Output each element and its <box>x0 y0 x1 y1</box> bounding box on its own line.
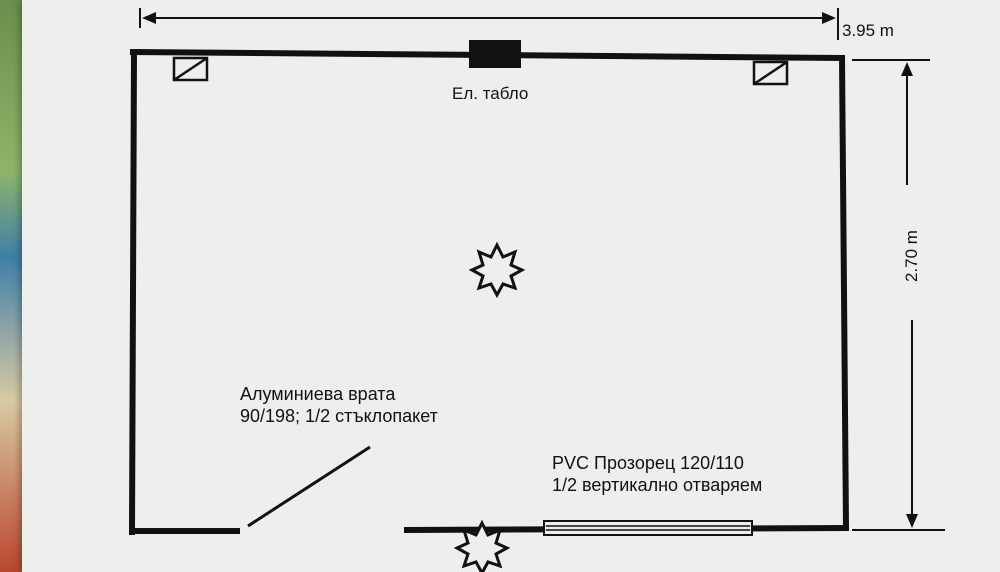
window-label-line1: PVC Прозорец 120/110 <box>552 453 744 473</box>
width-dimension-label: 3.95 m <box>842 21 894 40</box>
door-label-line2: 90/198; 1/2 стъклопакет <box>240 406 438 426</box>
door-label-line1: Алуминиева врата <box>240 384 396 404</box>
wall-light-icon <box>453 519 511 572</box>
vent-icon <box>172 56 209 82</box>
height-dimension-label: 2.70 m <box>902 230 921 282</box>
width-dimension: 3.95 m <box>139 8 894 40</box>
window-label-line2: 1/2 вертикално отваряем <box>552 475 762 495</box>
height-dimension: 2.70 m <box>852 59 945 531</box>
window-symbol <box>543 520 753 536</box>
electrical-panel-icon <box>469 40 521 68</box>
electrical-panel-label: Ел. табло <box>452 84 528 103</box>
door-swing <box>247 445 371 528</box>
vent-icon <box>752 60 789 86</box>
ceiling-light-icon <box>468 241 526 299</box>
